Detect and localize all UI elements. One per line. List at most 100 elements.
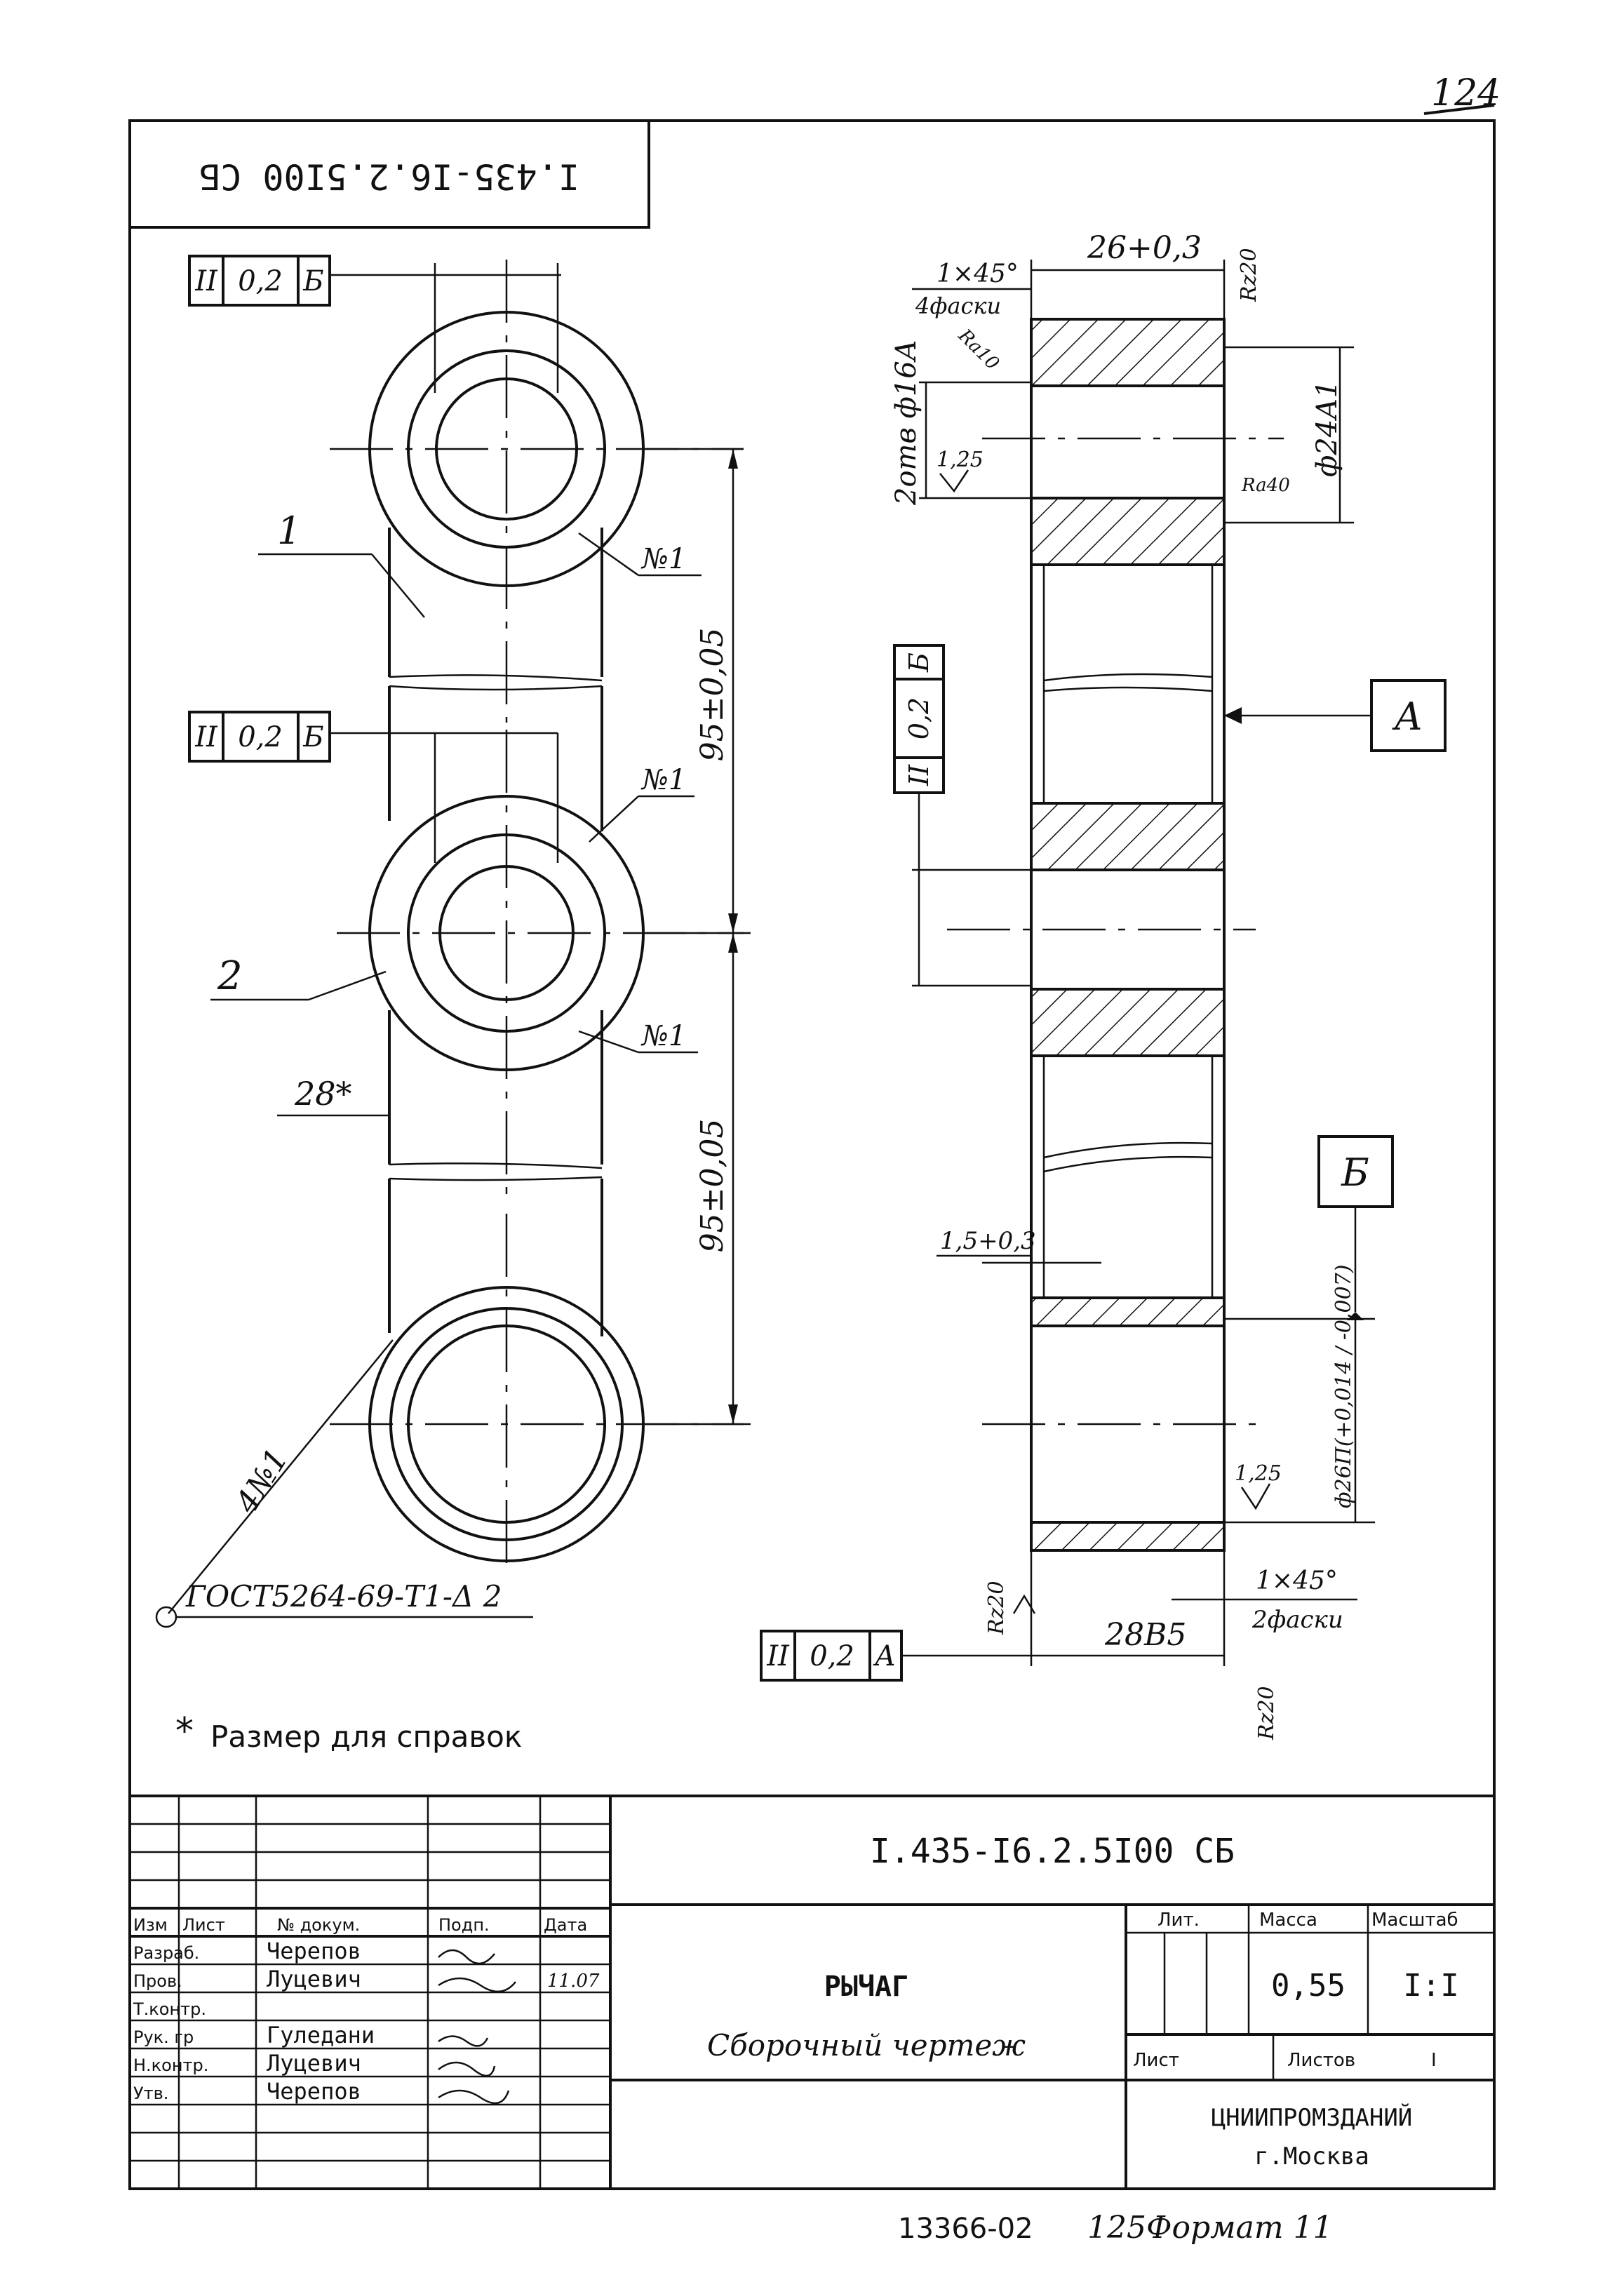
- tol1-val: 0,2: [238, 265, 283, 297]
- footer-format: 125Формат 11: [1087, 2210, 1333, 2246]
- weld-label-1: №1: [640, 543, 686, 575]
- sheet-frame: [128, 119, 1496, 2190]
- ra40: Ra40: [1241, 475, 1290, 496]
- signature-4: [438, 2061, 496, 2077]
- note-marker: *: [175, 1710, 194, 1752]
- signature-2: [438, 1977, 516, 1992]
- title-name: РЫЧАГ: [824, 1971, 908, 2003]
- tol2-val: 0,2: [238, 721, 283, 753]
- chamfer-bot-2: 2фаски: [1251, 1606, 1343, 1634]
- stamp-box: [128, 119, 650, 229]
- chamfer-bot-1: 1×45°: [1256, 1567, 1338, 1595]
- bushing-bot-a: [1030, 1296, 1226, 1327]
- rz20-bottom: Rz20: [1254, 1686, 1279, 1741]
- tolerance-frame-3: II 0,2 Б: [893, 644, 1031, 987]
- org-line2: г.Москва: [1254, 2142, 1369, 2171]
- scale-label: Масштаб: [1371, 1910, 1458, 1931]
- tol3-val: 0,2: [904, 697, 934, 739]
- chamfer-top-2: 4фаски: [915, 293, 1001, 319]
- tol1-sym: II: [194, 265, 218, 297]
- title-subtitle: Сборочный чертеж: [707, 2028, 1026, 2063]
- row-name-5: Черепов: [267, 2078, 361, 2105]
- tol4-val: 0,2: [810, 1640, 854, 1672]
- hdr-sign: Подп.: [438, 1915, 490, 1935]
- row-name-1: Луцевич: [267, 1966, 361, 1992]
- signature-5: [438, 2089, 510, 2105]
- top-eye-outer: [368, 311, 645, 587]
- middle-eye-outer: [368, 795, 645, 1071]
- title-block: Изм Лист № докум. Подп. Дата Разраб. Чер…: [130, 1795, 1494, 2189]
- dia26: ф26П(+0,014 / -0,007): [1331, 1265, 1356, 1508]
- footer-code: 13366-02: [898, 2213, 1033, 2245]
- rz20-top: Rz20: [1237, 248, 1261, 302]
- r125-bottom: 1,25: [1235, 1461, 1282, 1486]
- dia24: ф24А1: [1311, 380, 1343, 477]
- tol4-ref: А: [873, 1640, 896, 1672]
- signature-1: [438, 1949, 495, 1964]
- row-name-0: Черепов: [267, 1938, 361, 1964]
- datum-b: Б: [1224, 1135, 1394, 1524]
- tolerance-frame-2: II 0,2 Б: [188, 711, 558, 763]
- datum-a: А: [1224, 679, 1447, 752]
- row-name-4: Луцевич: [267, 2050, 361, 2077]
- title-code: I.435-I6.2.5I00 СБ: [870, 1832, 1235, 1871]
- ra-top: Ra10: [953, 325, 1003, 375]
- tol2-ref: Б: [302, 721, 323, 753]
- dim-26: 26+0,3: [1087, 230, 1202, 266]
- weld-label-2: №1: [640, 764, 686, 796]
- bushing-bot-b: [1030, 1521, 1226, 1552]
- tol1-ref: Б: [302, 265, 323, 297]
- date-value: 11.07: [547, 1971, 600, 1992]
- sheets-label: Листов: [1287, 2050, 1355, 2071]
- dim-bottom-95: 95±0,05: [694, 1119, 730, 1253]
- rz20-left: Rz20: [984, 1581, 1009, 1635]
- weld-standard: ГОСТ5264-69-Т1-Δ 2: [185, 1579, 502, 1614]
- row-role-4: Н.контр.: [133, 2055, 208, 2075]
- callout-2: 2: [217, 953, 243, 999]
- weld-label-4: 4№1: [229, 1442, 296, 1520]
- tolerance-frame-4: II 0,2 А: [760, 1630, 1031, 1682]
- scale-value: I:I: [1403, 1968, 1458, 2004]
- weld-label-3: №1: [640, 1020, 686, 1052]
- sheet-label: Лист: [1133, 2050, 1179, 2071]
- note-text: Размер для справок: [210, 1719, 522, 1754]
- hdr-doc: № докум.: [277, 1915, 360, 1935]
- bushing-mid-b: [1030, 988, 1226, 1057]
- right-view: 26+0,3 1×45° 4фаски Rz20 Ra10 2отв ф16А …: [760, 230, 1447, 1741]
- hdr-izm: Изм: [133, 1915, 168, 1935]
- bushing-mid-a: [1030, 802, 1226, 871]
- left-view: II 0,2 Б 1 №1 II: [155, 255, 751, 1628]
- dim-28: 28В5: [1104, 1617, 1186, 1653]
- sheets-count: I: [1431, 2050, 1437, 2071]
- org-line1: ЦНИИПРОМЗДАНИЙ: [1212, 2103, 1413, 2132]
- tol2-sym: II: [194, 721, 218, 753]
- hdr-date: Дата: [544, 1915, 587, 1935]
- datum-b-label: Б: [1341, 1151, 1369, 1195]
- dim-width-28: 28*: [294, 1075, 352, 1113]
- row-role-3: Рук. гр: [133, 2027, 194, 2047]
- mass-label: Масса: [1259, 1910, 1317, 1931]
- tol3-ref: Б: [904, 652, 934, 673]
- datum-a-label: А: [1392, 695, 1423, 739]
- tol4-sym: II: [766, 1640, 790, 1672]
- dim-15: 1,5+0,3: [940, 1227, 1036, 1255]
- row-role-5: Утв.: [133, 2084, 168, 2103]
- dim-top-95: 95±0,05: [694, 628, 730, 762]
- row-role-1: Пров.: [133, 1971, 182, 1991]
- row-name-3: Гуледани: [267, 2022, 375, 2048]
- chamfer-top-1: 1×45°: [937, 260, 1019, 288]
- row-role-2: Т.контр.: [133, 1999, 206, 2019]
- hdr-list: Лист: [182, 1915, 225, 1935]
- tolerance-frame-1: II 0,2 Б: [188, 255, 561, 307]
- callout-1: 1: [277, 509, 301, 553]
- bottom-eye-outer: [368, 1286, 645, 1562]
- bushing-top-a: [1030, 318, 1226, 387]
- holes-dim: 2отв ф16А: [890, 340, 922, 506]
- tol3-sym: II: [904, 764, 934, 786]
- stamp-code: I.435-I6.2.5I00 СБ: [199, 156, 579, 197]
- signature-3: [438, 2035, 489, 2047]
- row-role-0: Разраб.: [133, 1943, 199, 1963]
- r125-top: 1,25: [937, 448, 984, 472]
- lit-label: Лит.: [1157, 1910, 1200, 1931]
